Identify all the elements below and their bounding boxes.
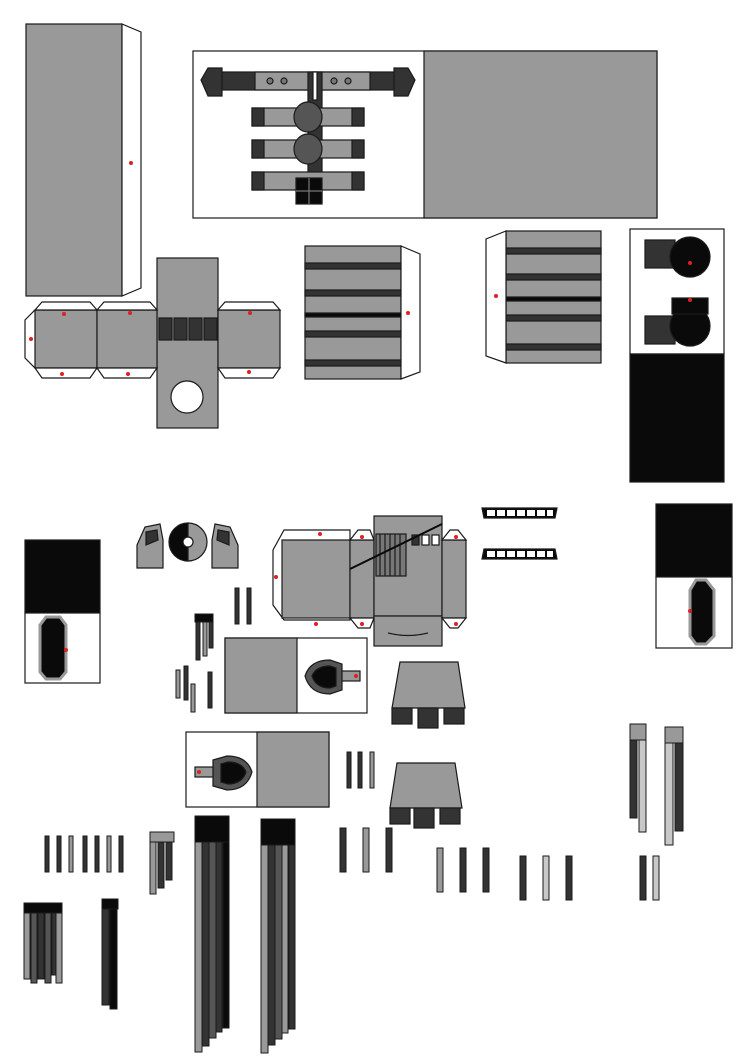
shoulder-pads [136,523,239,569]
small-black-panel-left [24,539,101,684]
striped-box-right [485,230,602,364]
eye-disc [168,522,208,562]
teeth-strips [481,507,558,560]
striped-box-left [304,245,421,380]
hand-panel-upper [224,637,368,714]
foot-pieces [389,661,466,829]
torso-box-net [272,515,468,647]
finger-strips [44,587,660,901]
leg-rods [23,723,684,1054]
tall-box-piece [25,23,142,297]
head-cross-net [24,257,282,429]
chest-panel-piece [192,50,658,219]
small-black-panel-right [655,503,733,649]
black-eye-panel [629,228,725,483]
hand-panel-lower [185,731,330,808]
